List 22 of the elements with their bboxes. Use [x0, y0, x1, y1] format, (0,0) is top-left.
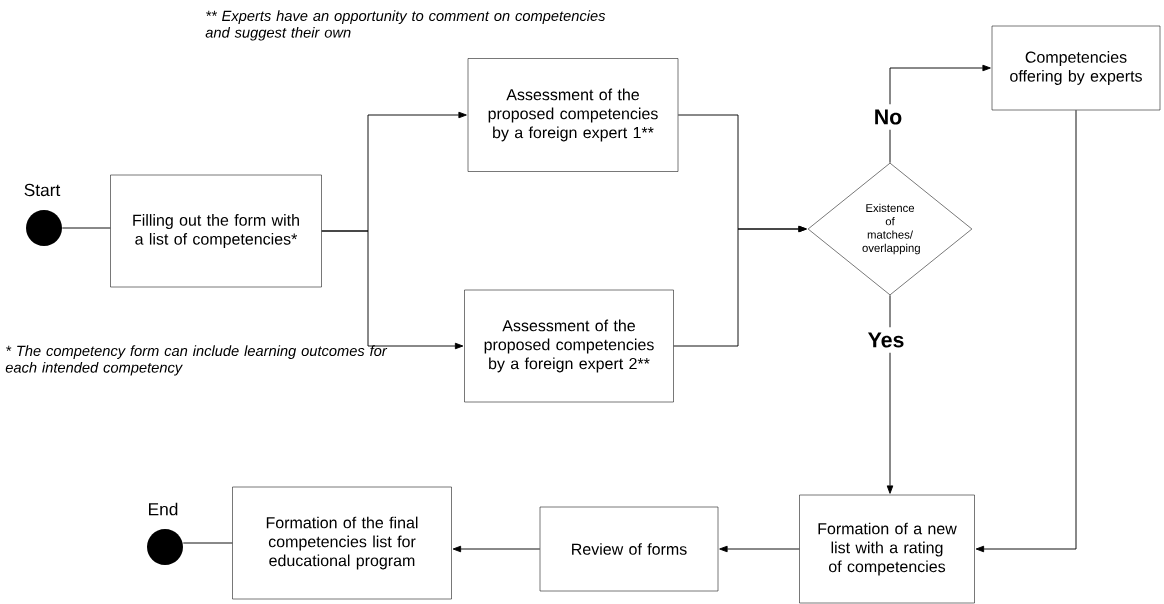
process-box: Formation of the final competencies list for educational program — [232, 486, 452, 600]
process-box: Filling out the form with a list of competencies* — [110, 174, 322, 288]
footnote: ** Experts have an opportunity to comment on competencies and suggest their own — [205, 10, 606, 41]
arrow — [975, 109, 1077, 553]
node-caption: Start — [24, 183, 61, 197]
edge-label: No — [868, 104, 908, 130]
process-box: Assessment of the proposed competencies by a foreign expert 2** — [464, 289, 674, 403]
terminal-circle — [147, 529, 183, 565]
process-box: Formation of a new list with a rating of competencies — [799, 494, 975, 604]
arrow — [321, 230, 464, 350]
arrow — [889, 64, 991, 164]
arrow — [886, 294, 894, 494]
footnote: * The competency form can include learning outcomes for each intended competency — [5, 345, 388, 376]
arrow — [673, 225, 807, 347]
arrow — [452, 545, 541, 553]
node-caption: End — [149, 502, 178, 516]
process-box: Assessment of the proposed competencies by a foreign expert 1** — [467, 58, 679, 172]
process-box: Review of forms — [539, 506, 719, 592]
process-box: Competencies offering by experts — [991, 25, 1161, 111]
arrow — [719, 545, 800, 553]
edge-label: Yes — [862, 327, 910, 353]
terminal-circle — [26, 210, 62, 246]
